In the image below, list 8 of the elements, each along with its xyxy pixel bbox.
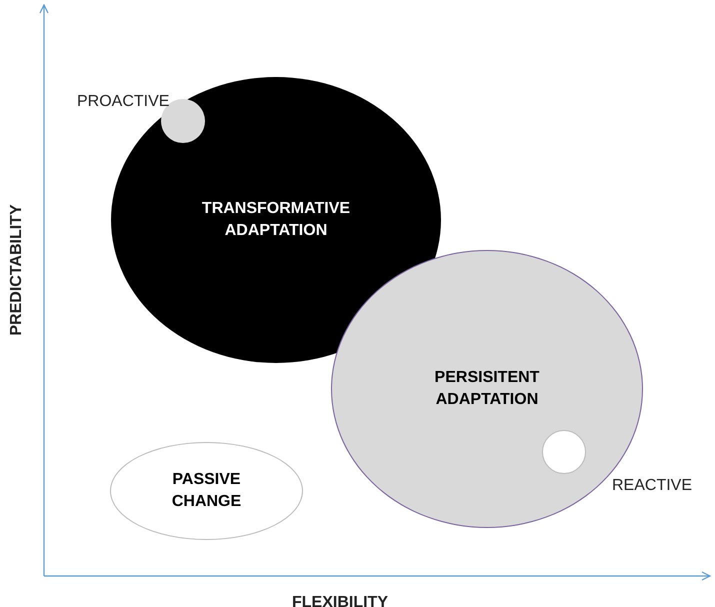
axis-label: PREDICTABILITY xyxy=(8,204,26,336)
node-label: TRANSFORMATIVE ADAPTATION xyxy=(200,199,352,241)
small-circle xyxy=(542,430,586,474)
node-label: PASSIVE CHANGE xyxy=(170,470,242,512)
side-label: REACTIVE xyxy=(612,477,692,495)
axis-label: FLEXIBILITY xyxy=(292,594,388,607)
node-label: PERSISITENT ADAPTATION xyxy=(434,368,540,410)
side-label: PROACTIVE xyxy=(77,93,170,111)
